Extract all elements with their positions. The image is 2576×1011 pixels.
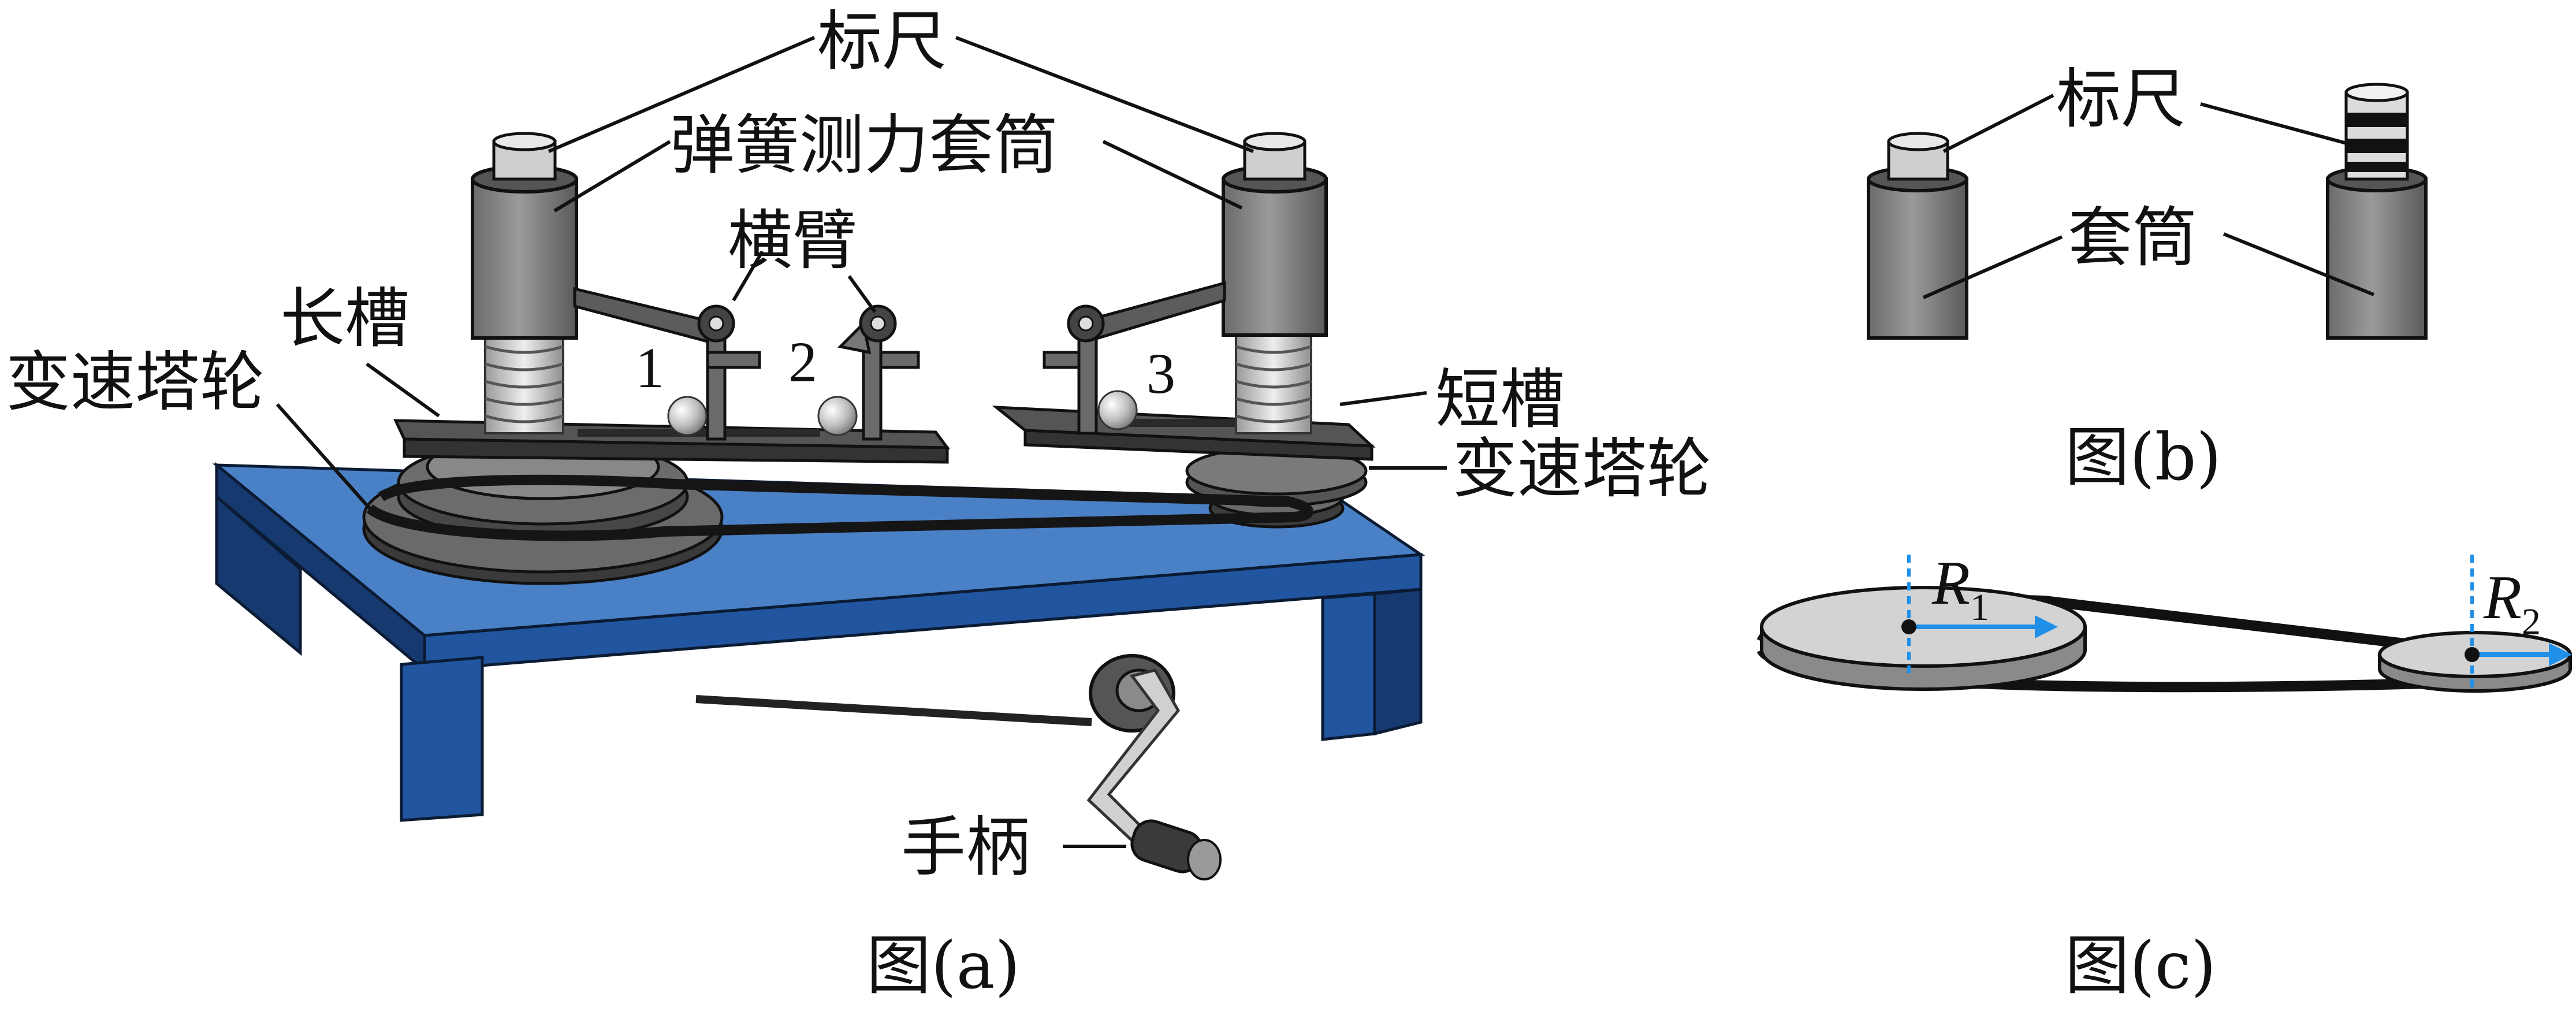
label-pulley-left: 变速塔轮 <box>6 345 265 420</box>
sleeve-b-left <box>1867 132 1968 340</box>
label-short-slot: 短槽 <box>1435 362 1565 437</box>
right-crossarm <box>1043 281 1226 435</box>
label-r2: R2 <box>2483 563 2541 643</box>
position-3: 3 <box>1146 341 1175 406</box>
figure-c: R1 R2 图(c) <box>1756 549 2572 1003</box>
ball-2 <box>817 396 858 436</box>
short-slot <box>992 406 1376 461</box>
right-spring-sleeve <box>1222 132 1328 434</box>
center-r1 <box>1901 619 1916 634</box>
label-r1: R1 <box>1931 549 1989 629</box>
upper-belt <box>366 474 1313 541</box>
leader-lines-b <box>1922 94 2375 299</box>
label-spring-sleeve: 弹簧测力套筒 <box>670 108 1058 183</box>
table-leg-back-left <box>215 493 302 656</box>
leader-lines-a <box>276 36 1447 848</box>
lower-belt <box>695 695 1092 726</box>
figure-b: 标尺 套筒 图(b) <box>1867 62 2428 495</box>
middle-crossarm <box>837 304 920 441</box>
crank-assembly <box>695 654 1222 880</box>
ball-3 <box>1097 390 1138 430</box>
table-leg-front-right <box>1321 592 1376 741</box>
handle-grip <box>1130 819 1222 880</box>
sleeve-b-right <box>2326 83 2428 340</box>
label-long-slot: 长槽 <box>280 281 410 356</box>
position-2: 2 <box>788 330 817 394</box>
position-1: 1 <box>635 336 664 400</box>
disk-r2 <box>2378 631 2572 693</box>
caption-a: 图(a) <box>866 928 1020 1003</box>
caption-b: 图(b) <box>2065 420 2221 495</box>
center-r2 <box>2465 647 2480 662</box>
label-b-sleeve: 套筒 <box>2068 200 2197 276</box>
label-b-ruler: 标尺 <box>2056 62 2186 137</box>
ball-1 <box>667 396 708 436</box>
caption-c: 图(c) <box>2065 928 2216 1003</box>
label-pulley-right: 变速塔轮 <box>1453 432 1711 507</box>
disk-r1 <box>1760 586 2087 691</box>
left-spring-sleeve <box>471 132 578 434</box>
table-leg-back-right <box>1373 588 1423 736</box>
table-leg-front-left <box>400 656 484 822</box>
label-crossarm: 横臂 <box>728 203 857 278</box>
figure-a: 1 2 3 标尺 弹簧测力套筒 横臂 长槽 变速塔轮 短槽 变速塔轮 手柄 图(… <box>6 4 1711 1003</box>
label-ruler: 标尺 <box>817 4 947 79</box>
label-handle: 手柄 <box>901 810 1030 885</box>
left-crossarm <box>573 287 761 441</box>
